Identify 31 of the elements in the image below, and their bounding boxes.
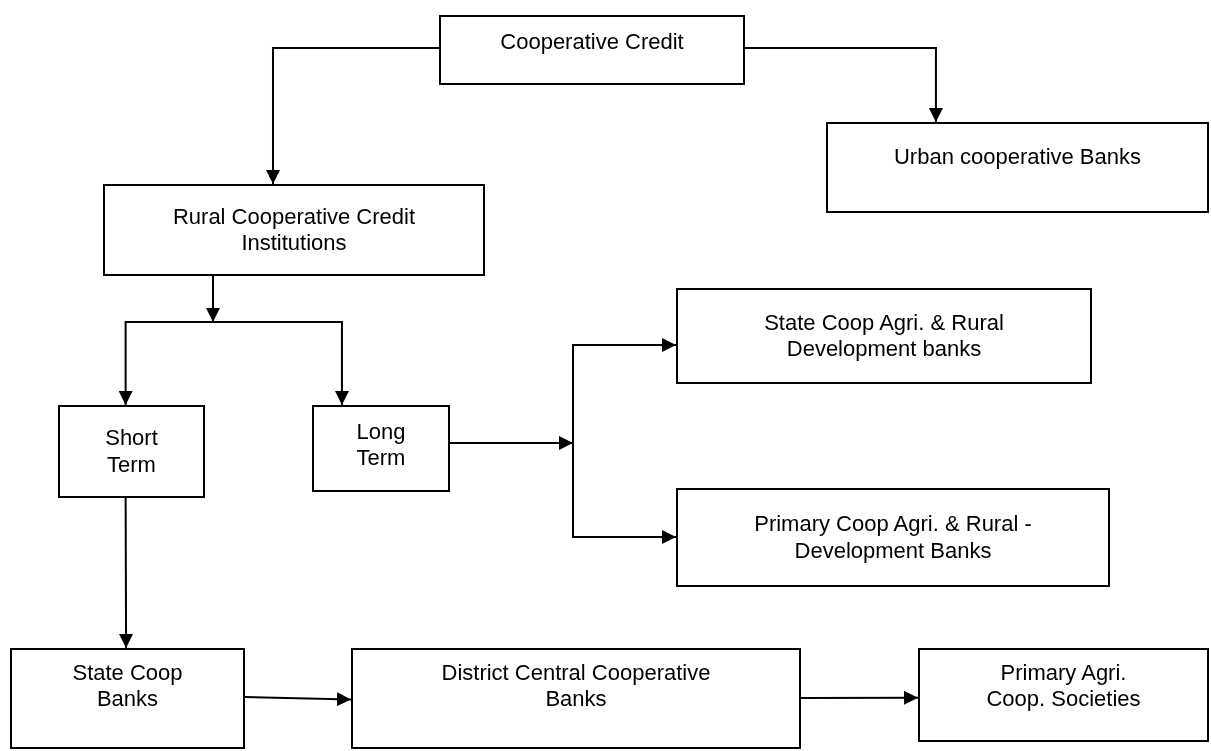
process-box — [439, 15, 745, 85]
box-label: State Coop Agri. & Rural Development banks — [763, 309, 1005, 363]
box-label: Primary Coop Agri. & Rural - Development Banks — [753, 511, 1033, 564]
process-box — [918, 648, 1209, 742]
process-box — [676, 288, 1092, 384]
arrow — [212, 321, 349, 406]
arrow — [119, 497, 134, 649]
process-box — [351, 648, 801, 749]
arrow — [744, 46, 943, 123]
process-box — [103, 184, 485, 276]
arrow — [266, 46, 440, 185]
box-label: Long Term — [355, 419, 407, 472]
box-label: Rural Cooperative Credit Institutions — [171, 203, 417, 257]
arrow — [118, 321, 214, 406]
arrow — [244, 692, 352, 707]
process-box — [58, 405, 205, 498]
box-label: Short Term — [104, 425, 159, 478]
box-label: Urban cooperative Banks — [894, 144, 1141, 171]
arrow — [206, 275, 220, 323]
arrow — [800, 690, 919, 705]
process-box — [676, 488, 1110, 587]
box-label: Primary Agri. Coop. Societies — [985, 660, 1142, 713]
process-box — [10, 648, 245, 749]
arrow — [572, 338, 677, 444]
box-label: Cooperative Credit — [500, 29, 684, 56]
process-box — [826, 122, 1209, 213]
box-label: State Coop Banks — [71, 660, 184, 713]
box-label: District Central Cooperative Banks — [440, 660, 712, 713]
arrow — [449, 436, 574, 450]
process-box — [312, 405, 450, 492]
arrow — [572, 442, 677, 544]
